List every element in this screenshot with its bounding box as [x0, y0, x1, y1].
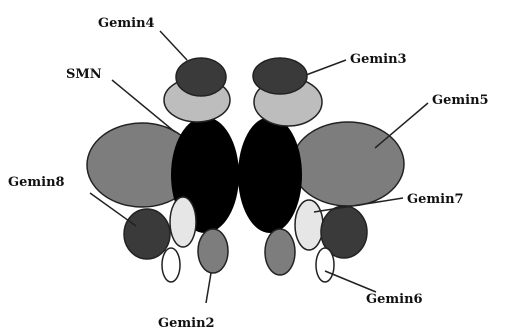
leader-gemin3 — [306, 60, 346, 75]
gemin7-right — [295, 200, 323, 250]
gemin6-left — [162, 248, 180, 282]
leader-gemin6 — [325, 271, 376, 292]
label-gemin4: Gemin4 — [98, 16, 155, 31]
gemin3-right — [253, 58, 307, 94]
leader-gemin4 — [160, 31, 187, 60]
label-gemin2: Gemin2 — [158, 316, 215, 331]
gemin7-left — [170, 197, 196, 247]
label-gemin7: Gemin7 — [407, 192, 464, 207]
gemin5-right — [292, 122, 404, 206]
label-gemin6: Gemin6 — [366, 292, 423, 307]
smn-core-right — [238, 117, 302, 233]
label-gemin5: Gemin5 — [432, 93, 489, 108]
gemin2-right — [265, 229, 295, 275]
label-smn: SMN — [66, 67, 102, 82]
leader-gemin2 — [206, 273, 211, 303]
label-gemin8: Gemin8 — [8, 175, 65, 190]
leader-gemin5 — [375, 103, 428, 148]
gemin2-left — [198, 229, 228, 273]
gemin4-left — [176, 58, 226, 96]
label-gemin3: Gemin3 — [350, 52, 407, 67]
gemin6-right — [316, 248, 334, 282]
gemin8-left — [124, 209, 170, 259]
